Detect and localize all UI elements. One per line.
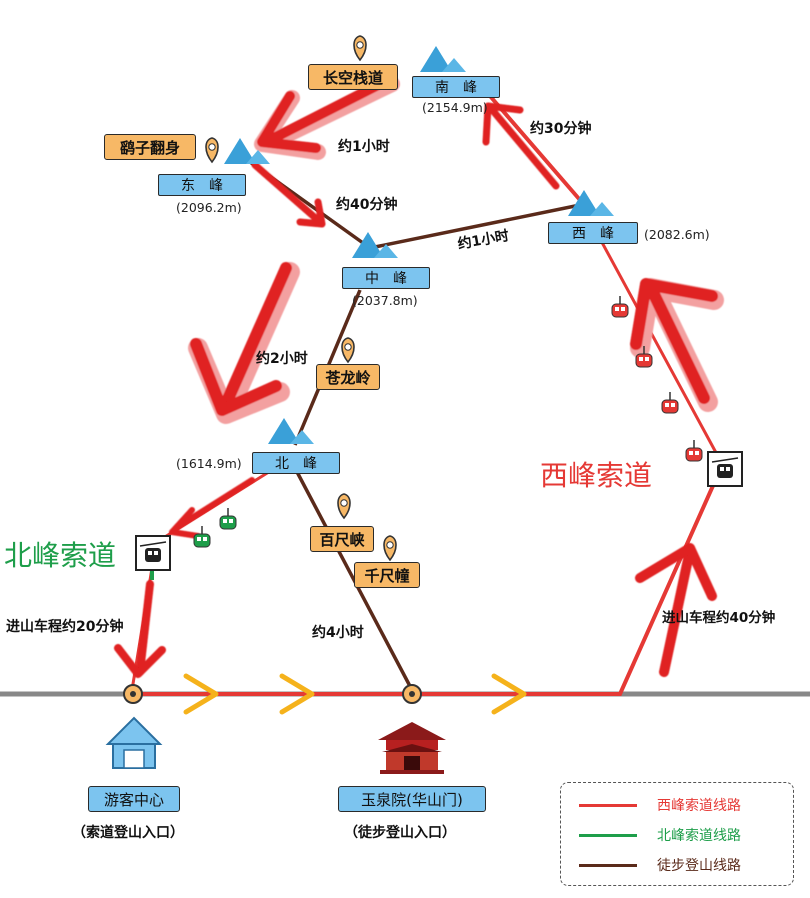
cable-car-icon [707,451,743,487]
legend-swatch-hiking [579,863,637,867]
peak-label-south: 南峰 [412,76,500,98]
poi-qianchi: 千尺幢 [354,562,420,588]
elevation-east: (2096.2m) [176,200,242,215]
hiking-lines [248,160,581,691]
map-pin-icon [337,493,351,519]
legend-item-hiking: 徒步登山线路 [579,855,741,875]
direction-arrows [183,673,527,715]
peak-label-east: 东峰 [158,174,246,196]
legend-item-west: 西峰索道线路 [579,795,741,815]
west-south-line [488,94,582,202]
duration-north-yuquan: 约4小时 [312,625,364,641]
entrance-yuquan: 玉泉院(华山门) [338,786,486,812]
map-pin-icon [341,337,355,363]
temple-icon [378,722,446,774]
peak-label-north: 北峰 [252,452,340,474]
west-cableway-title: 西峰索道 [540,459,653,492]
elevation-south: (2154.9m) [422,100,488,115]
peak-label-center: 中峰 [342,267,430,289]
poi-changkong: 长空栈道 [308,64,398,90]
house-icon [105,716,163,769]
legend-label-west: 西峰索道线路 [657,798,741,814]
duration-east-center: 约40分钟 [336,197,398,213]
mountain-icon [268,418,314,444]
elevation-west: (2082.6m) [644,227,710,242]
elevation-north: (1614.9m) [176,456,242,471]
legend-label-north: 北峰索道线路 [657,828,741,844]
duration-west-south: 约30分钟 [530,121,592,137]
entrance-visitor-center: 游客中心 [88,786,180,812]
legend-swatch-north [579,833,637,837]
north-cableway-title: 北峰索道 [4,539,117,572]
legend-label-hiking: 徒步登山线路 [657,858,741,874]
duration-visitor-bus: 进山车程约20分钟 [6,619,124,635]
legend-item-north: 北峰索道线路 [579,825,741,845]
legend-swatch-west [579,803,637,807]
duration-south-east: 约1小时 [338,139,390,155]
peak-label-west: 西峰 [548,222,638,244]
entrance-visitor-center-sub: （索道登山入口） [72,825,184,841]
poi-baichi: 百尺峡 [310,526,374,552]
brush-arrows [114,75,724,678]
duration-west-bus: 进山车程约40分钟 [662,610,776,626]
poi-canglong: 苍龙岭 [316,364,380,390]
legend: 西峰索道线路 北峰索道线路 徒步登山线路 [560,782,794,886]
poi-yaozi: 鹞子翻身 [104,134,196,160]
map-pin-icon [353,35,367,61]
duration-center-north: 约2小时 [256,351,308,367]
map-pin-icon [205,137,219,163]
elevation-center: (2037.8m) [352,293,418,308]
mountain-icon [420,46,466,72]
entrance-yuquan-sub: （徒步登山入口） [344,825,456,841]
west-cable-line [590,223,722,461]
map-pin-icon [383,535,397,561]
cable-car-icon [135,535,171,571]
